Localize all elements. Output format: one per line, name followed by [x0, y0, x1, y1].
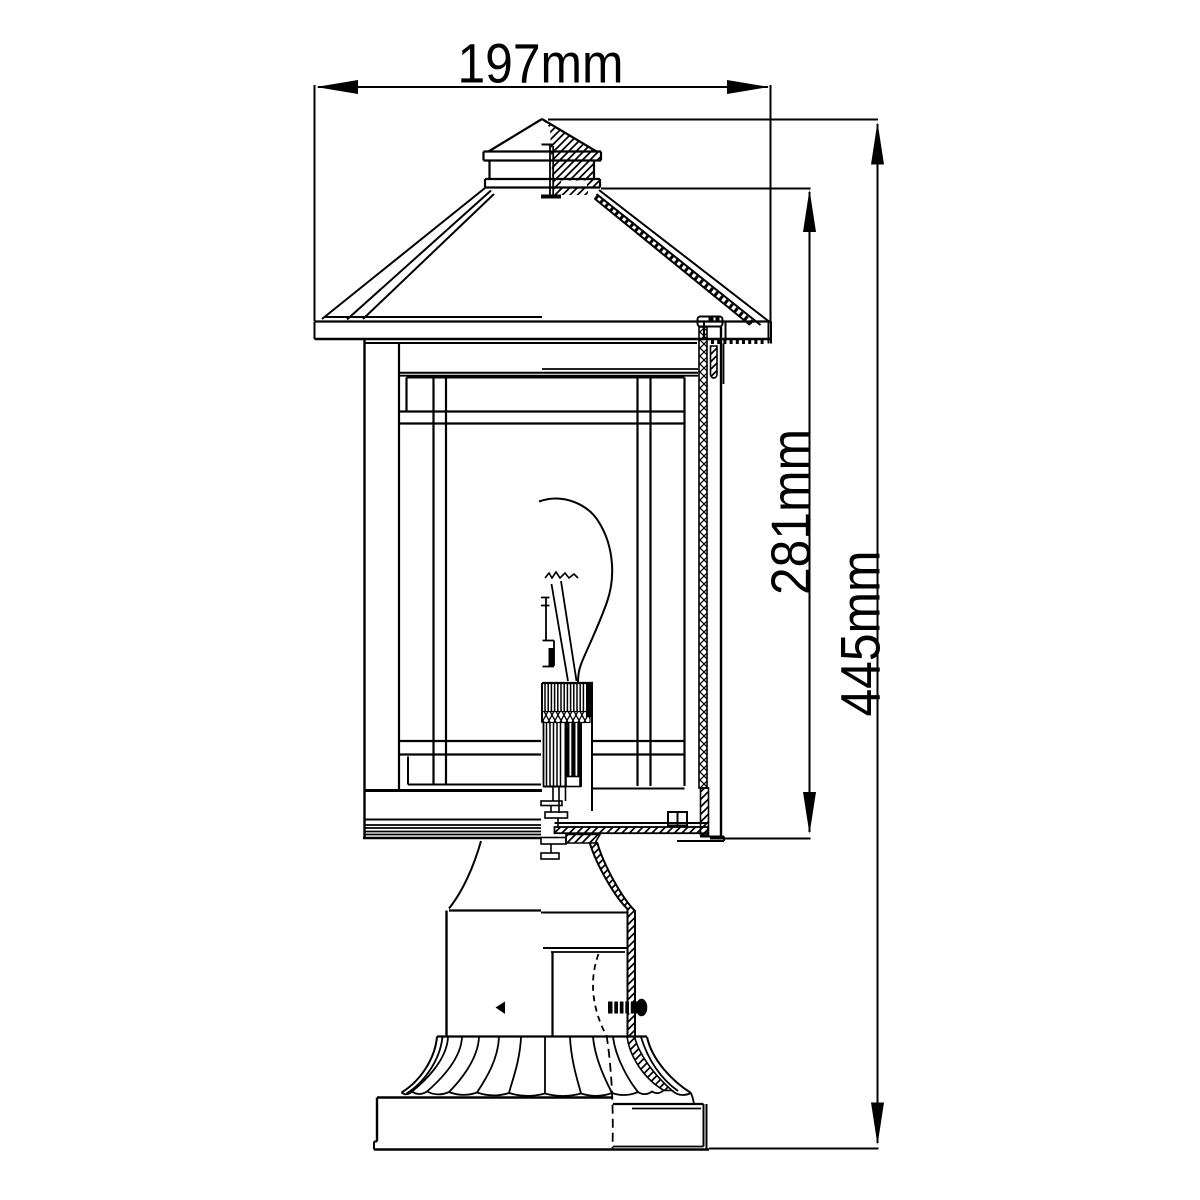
svg-text:197mm: 197mm — [458, 32, 624, 95]
svg-text:281mm: 281mm — [759, 429, 822, 595]
svg-text:445mm: 445mm — [829, 551, 892, 717]
